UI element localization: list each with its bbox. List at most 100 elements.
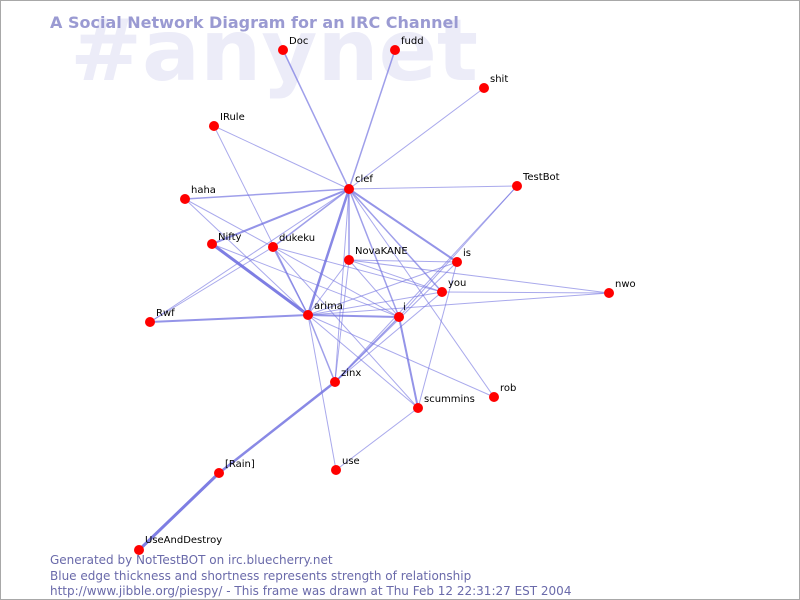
node-dukeku: dukeku: [268, 233, 315, 252]
node-dot: [413, 403, 423, 413]
node-zinx: zinx: [330, 368, 361, 387]
node-dot: [214, 468, 224, 478]
node-label: nwo: [615, 279, 636, 290]
node-label: i: [403, 302, 406, 313]
watermark-text: #anynet: [70, 1, 478, 101]
node-irule: IRule: [209, 112, 245, 131]
node-dot: [344, 184, 354, 194]
node-dot: [330, 377, 340, 387]
diagram-title: A Social Network Diagram for an IRC Chan…: [50, 13, 459, 32]
node-label: Rwf: [156, 308, 175, 319]
edge-arima-rob: [307, 314, 495, 398]
edge-dukeku-scummins: [272, 246, 419, 409]
edge-nifty-arima: [211, 242, 309, 317]
node-use: use: [331, 456, 360, 475]
node-dot: [207, 239, 217, 249]
node-dot: [278, 45, 288, 55]
node-dot: [394, 312, 404, 322]
node-rain: [Rain]: [214, 459, 255, 478]
node-label: clef: [355, 174, 373, 185]
node-i: i: [394, 302, 406, 322]
edge-scummins-use: [335, 407, 419, 471]
edge-layer: [137, 49, 610, 552]
node-label: use: [342, 456, 360, 467]
node-label: [Rain]: [225, 459, 255, 470]
edge-dukeku-i: [272, 246, 400, 318]
edge-you-nwo: [441, 291, 610, 294]
edge-zinx-rain: [218, 381, 336, 474]
node-label: shit: [490, 74, 508, 85]
node-haha: haha: [180, 185, 216, 204]
edge-clef-you: [348, 188, 443, 293]
node-dot: [437, 287, 447, 297]
node-dot: [344, 255, 354, 265]
node-useanddestroy: UseAndDestroy: [134, 535, 222, 555]
node-dot: [452, 257, 462, 267]
node-label: scummins: [424, 394, 475, 405]
node-nifty: Nifty: [207, 232, 242, 249]
footer-legend-note: Blue edge thickness and shortness repres…: [50, 569, 472, 583]
node-testbot: TestBot: [512, 172, 560, 191]
node-dot: [604, 288, 614, 298]
node-dot: [180, 194, 190, 204]
edge-clef-nifty: [211, 188, 350, 245]
node-label: rob: [500, 383, 516, 394]
node-label: UseAndDestroy: [145, 535, 222, 546]
node-shit: shit: [479, 74, 508, 93]
node-dot: [209, 121, 219, 131]
edge-i-scummins: [398, 316, 419, 409]
node-clef: clef: [344, 174, 373, 194]
node-dot: [390, 45, 400, 55]
node-dot: [489, 392, 499, 402]
edge-testbot-zinx: [334, 185, 518, 383]
node-label: IRule: [220, 112, 245, 123]
edge-clef-testbot: [348, 185, 518, 190]
edge-clef-doc: [282, 49, 350, 190]
footer-generated-by: Generated by NotTestBOT on irc.bluecherr…: [50, 553, 333, 567]
edge-rwf-arima: [149, 314, 309, 323]
node-fudd: fudd: [390, 36, 424, 55]
node-is: is: [452, 248, 471, 267]
node-dot: [303, 310, 313, 320]
edge-novakane-arima: [307, 259, 350, 316]
edge-haha-dukeku: [184, 198, 274, 248]
node-label: TestBot: [522, 172, 560, 183]
node-dot: [512, 181, 522, 191]
node-dot: [479, 83, 489, 93]
node-you: you: [437, 278, 466, 297]
edge-clef-haha: [184, 188, 350, 200]
edge-rain-useanddestroy: [137, 471, 221, 552]
edge-you-arima: [307, 291, 443, 316]
edge-arima-scummins: [307, 314, 419, 409]
edge-arima-zinx: [307, 314, 336, 383]
node-doc: Doc: [278, 36, 308, 55]
node-label: fudd: [401, 36, 424, 47]
node-label: Nifty: [218, 232, 242, 243]
edge-dukeku-rwf: [149, 246, 274, 323]
node-label: dukeku: [279, 233, 315, 244]
node-label: NovaKANE: [355, 246, 408, 257]
edge-clef-is: [348, 188, 458, 263]
edge-clef-shit: [348, 87, 485, 190]
node-label: arima: [314, 301, 343, 312]
edge-clef-arima: [306, 188, 351, 316]
node-dot: [134, 545, 144, 555]
node-dot: [331, 465, 341, 475]
node-rob: rob: [489, 383, 516, 402]
edge-novakane-i: [348, 259, 400, 318]
edge-clef-rwf: [149, 188, 350, 323]
edge-novakane-is: [348, 259, 458, 263]
node-dot: [268, 242, 278, 252]
edge-i-zinx: [334, 316, 400, 383]
node-label: zinx: [341, 368, 361, 379]
node-rwf: Rwf: [145, 308, 175, 327]
edge-clef-fudd: [348, 49, 396, 190]
node-label: is: [463, 248, 471, 259]
edge-arima-i: [307, 314, 400, 318]
edge-clef-i: [348, 188, 400, 318]
node-dot: [145, 317, 155, 327]
node-novakane: NovaKANE: [344, 246, 408, 265]
node-label: Doc: [289, 36, 308, 47]
